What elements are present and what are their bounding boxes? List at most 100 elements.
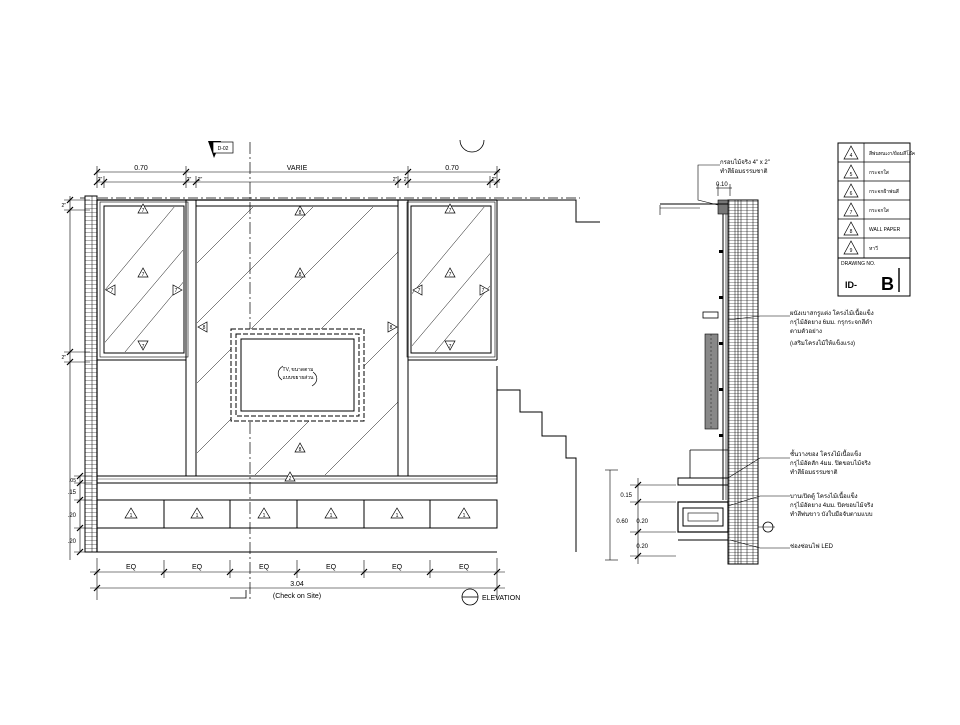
material-tags: 7 7 7 7 7 7 7 7 7 7 8 8 8 8 8 2 1 1 1 1 … [105, 203, 490, 519]
dim-small: 2" [198, 177, 203, 183]
dim-left: 2" [61, 355, 66, 361]
cabinet-mark-icon: 1 [124, 507, 138, 519]
dim-left: .20 [68, 539, 77, 545]
total-dimension: 3.04 [290, 581, 304, 588]
dim-small: 2" [404, 177, 409, 183]
material-tag-icon: 8 [387, 321, 398, 333]
material-tag-icon: 7 [444, 203, 456, 214]
material-tag-icon: 7 [412, 284, 423, 296]
legend-text: WALL PAPER [869, 227, 901, 233]
svg-text:7: 7 [142, 344, 145, 350]
dim-small: 2" [393, 177, 398, 183]
cabinet-mark-icon: 1 [324, 507, 338, 519]
svg-text:7: 7 [142, 208, 145, 214]
material-tag-icon: 7 [172, 284, 183, 296]
svg-text:7: 7 [449, 344, 452, 350]
svg-text:1: 1 [330, 513, 333, 519]
material-tag-icon: 7 [479, 284, 490, 296]
legend-text: สีพ่นทนเงา/ย้อมสีโอ๊ค [869, 150, 915, 157]
eq-label: EQ [192, 564, 203, 571]
legend-mark: 6 [850, 191, 853, 197]
material-tag-icon: 8 [294, 205, 306, 216]
note-wall: ผนังเบาสกรูแต่ง โครงไม้เนื้อแข็ง [790, 307, 874, 317]
dim-left: 2" [61, 203, 66, 209]
svg-text:7: 7 [175, 288, 178, 294]
svg-text:8: 8 [299, 447, 302, 453]
section-dim: 0.20 [636, 544, 648, 550]
note-drawer: บานเปิดตู้ โครงไม้เนื้อแข็ง [790, 490, 858, 500]
svg-text:7: 7 [142, 272, 145, 278]
material-tag-icon: 7 [137, 203, 149, 214]
eq-label: EQ [392, 564, 403, 571]
legend-mark: 8 [850, 229, 853, 235]
material-tag-icon: 7 [137, 267, 149, 278]
legend-mark: 5 [850, 172, 853, 178]
legend-text: หาวี [869, 245, 878, 252]
dim-small: 2" [492, 177, 497, 183]
note-led: ช่องซ่อนไฟ LED [790, 542, 834, 550]
legend-text: กระจกใส [869, 169, 889, 176]
svg-text:1: 1 [263, 513, 266, 519]
eq-label: EQ [326, 564, 337, 571]
svg-text:7: 7 [449, 208, 452, 214]
material-tag-icon: 7 [444, 267, 456, 278]
dim-left-panel: 0.70 [134, 165, 148, 172]
note-shelf: กรุไม้อัดสัก 4มม. ปิดขอบไม้จริง [790, 459, 871, 467]
dim-small: 2" [98, 177, 103, 183]
legend-mark: 4 [850, 153, 853, 159]
eq-label: EQ [126, 564, 137, 571]
note-frame: กรอบไม้จริง 4" x 2" [720, 158, 770, 166]
svg-text:8: 8 [203, 325, 206, 331]
material-tag-icon: 7 [444, 340, 456, 351]
svg-text:1: 1 [130, 513, 133, 519]
elevation-view [64, 139, 600, 606]
svg-text:7: 7 [111, 288, 114, 294]
dim-frame: 0.10 [716, 182, 728, 188]
dim-small: 2" [187, 177, 192, 183]
cabinet-mark-icon: 1 [457, 507, 471, 519]
note-shelf: ทำสีย้อมธรรมชาติ [790, 468, 838, 476]
note-frame: ทำสีย้อมธรรมชาติ [720, 167, 768, 175]
note-wall: ตามตัวอย่าง [790, 328, 822, 335]
drawing-no-label: DRAWING NO. [841, 261, 875, 267]
cabinet-mark-icon: 1 [190, 507, 204, 519]
section-dim: 0.60 [616, 519, 628, 525]
dim-right-panel: 0.70 [445, 165, 459, 172]
elevation-title: ELEVATION [482, 595, 520, 602]
svg-text:1: 1 [196, 513, 199, 519]
note-drawer: ทำสีพ่นขาว บังใบมือจับตามแบบ [790, 510, 873, 518]
svg-text:7: 7 [449, 272, 452, 278]
svg-text:1: 1 [463, 513, 466, 519]
dim-left: .05 [69, 478, 76, 484]
svg-text:8: 8 [390, 325, 393, 331]
cabinet-mark-icon: 1 [390, 507, 404, 519]
cabinet-mark-icon: 1 [257, 507, 271, 519]
material-tag-icon: 7 [105, 284, 116, 296]
elevation-labels: 0.70 VARIE 0.70 2" 2" 2" 2" 2" 2" 2" 2" … [61, 146, 520, 602]
dim-left: .15 [68, 490, 77, 496]
note-shelf: ชั้นวางของ โครงไม้เนื้อแข็ง [790, 448, 861, 458]
legend-labels: 4 5 6 7 8 9 สีพ่นทนเงา/ย้อมสีโอ๊ค กระจกใ… [841, 150, 915, 294]
legend-mark: 9 [850, 248, 853, 254]
drawing-no-letter: B [881, 274, 894, 294]
svg-text:7: 7 [482, 288, 485, 294]
note-wall: กรุไม้อัดยาง 6มม. กรุกระจกสีดำ [790, 318, 872, 326]
legend-mark: 7 [850, 210, 853, 216]
eq-label: EQ [459, 564, 470, 571]
svg-text:2: 2 [289, 476, 292, 482]
material-tag-icon: 8 [294, 442, 306, 453]
dim-left: .20 [68, 513, 77, 519]
section-view [605, 164, 790, 565]
legend-text: กระจกใส [869, 207, 889, 214]
material-tag-icon: 8 [197, 321, 208, 333]
svg-text:8: 8 [299, 272, 302, 278]
legend-text: กระจกฝ้าพ่นสี [869, 188, 899, 195]
note-drawer: กรุไม้อัดยาง 4มม. ปิดขอบไม้จริง [790, 501, 873, 509]
note-wall: (เสริมโครงไม้ให้แข็งแรง) [790, 338, 855, 347]
section-labels: กรอบไม้จริง 4" x 2" ทำสีย้อมธรรมชาติ 0.1… [616, 158, 873, 550]
section-dim: 0.15 [620, 493, 632, 499]
tv-note: TV, ขนาดตาม [283, 367, 314, 373]
section-dim: 0.20 [636, 519, 648, 525]
material-legend [837, 142, 911, 297]
